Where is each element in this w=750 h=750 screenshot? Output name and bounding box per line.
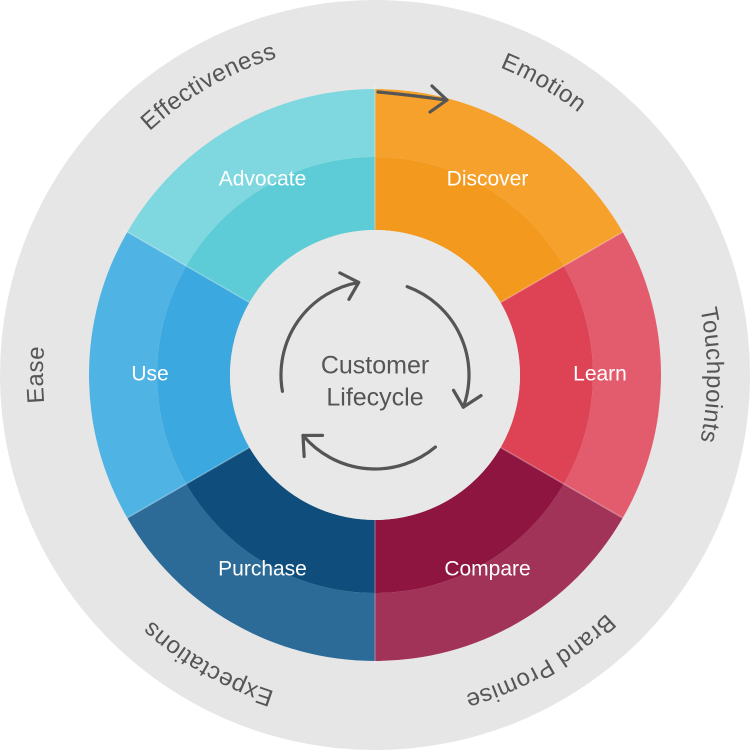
- segment-label-advocate: Advocate: [219, 168, 307, 191]
- segment-divider: [123, 229, 250, 304]
- ring-label-ease: Ease: [22, 345, 50, 404]
- cycle-arc-3: [301, 433, 438, 471]
- segment-divider: [123, 446, 250, 521]
- segment-label-use: Use: [131, 363, 168, 386]
- segment-discover-outer: [375, 89, 623, 266]
- segment-use-outer: [89, 232, 187, 518]
- segment-purchase-outer: [127, 484, 375, 661]
- cycle-arrowhead-3: [301, 433, 325, 459]
- segment-advocate-outer: [127, 89, 375, 266]
- segment-discover-inner: [375, 157, 564, 303]
- segments: [89, 85, 661, 665]
- cycle-arc-1: [279, 280, 361, 393]
- top-arrow-icon: [376, 90, 448, 102]
- cycle-arc-2: [405, 285, 471, 409]
- segment-purchase-inner: [186, 447, 375, 593]
- segment-compare-inner: [375, 447, 564, 593]
- segment-divider: [500, 446, 627, 521]
- cycle-arrows-icon: [279, 271, 483, 471]
- segment-label-compare: Compare: [444, 557, 530, 580]
- segment-compare-outer: [375, 484, 623, 661]
- segment-learn-inner: [500, 266, 593, 484]
- segment-label-purchase: Purchase: [218, 557, 307, 580]
- center-title-line1: Customer: [321, 352, 429, 380]
- segment-divider: [500, 229, 627, 304]
- top-arrowhead-icon: [428, 84, 449, 114]
- cycle-arrowhead-2: [451, 388, 483, 409]
- cycle-arrowhead-1: [338, 271, 361, 301]
- segment-label-learn: Learn: [573, 363, 627, 386]
- segment-advocate-inner: [186, 157, 375, 303]
- center-title-line2: Lifecycle: [326, 384, 423, 412]
- segment-learn-outer: [563, 232, 661, 518]
- segment-use-inner: [157, 266, 250, 484]
- segment-label-discover: Discover: [447, 168, 529, 191]
